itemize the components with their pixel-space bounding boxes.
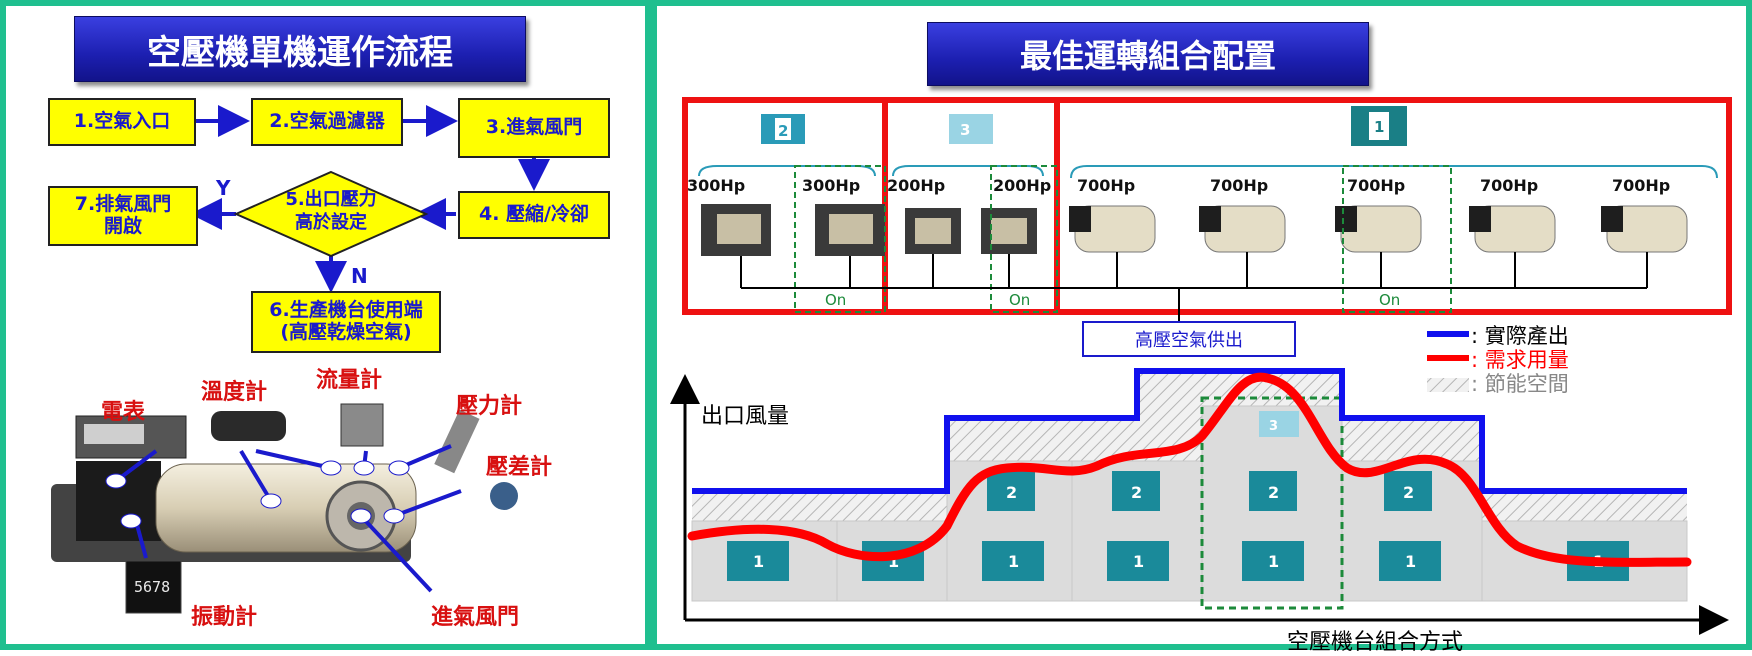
- svg-text:1: 1: [1133, 552, 1144, 571]
- label-meter: 電表: [101, 400, 146, 425]
- hp-label-200a: 200Hp: [887, 176, 946, 195]
- on-label-1: On: [825, 291, 847, 309]
- supply-label: 高壓空氣供出: [1082, 321, 1296, 357]
- on-label-3: On: [1379, 291, 1401, 309]
- legend-actual: : 實際產出: [1471, 324, 1569, 348]
- badge-3: 3: [960, 121, 970, 139]
- flow-arrows: [190, 105, 550, 293]
- flow-step-6: 6.生產機台使用端 (高壓乾燥空氣): [251, 291, 441, 353]
- hp-label-300b: 300Hp: [802, 176, 861, 195]
- legend-saving: : 節能空間: [1471, 372, 1569, 396]
- label-thermometer: 溫度計: [201, 380, 268, 405]
- badge-2: 2: [778, 122, 788, 140]
- hp-label-200b: 200Hp: [993, 176, 1052, 195]
- label-vibration-meter: 振動計: [191, 605, 258, 630]
- right-panel: 最佳運轉組合配置 2 3 1: [651, 0, 1752, 655]
- flow-step-4: 4. 壓縮/冷卻: [458, 191, 610, 239]
- svg-text:2: 2: [1268, 483, 1279, 502]
- svg-text:3: 3: [1269, 419, 1278, 434]
- demand-line: [687, 372, 1692, 567]
- compressor-illustration: 5678: [51, 403, 518, 614]
- hp-label-700a: 700Hp: [1077, 176, 1136, 195]
- flow-step-7: 7.排氣風門 開啟: [48, 186, 198, 246]
- display-value: 5678: [134, 578, 170, 596]
- svg-text:2: 2: [1403, 483, 1414, 502]
- svg-text:1: 1: [888, 552, 899, 571]
- on-label-2: On: [1009, 291, 1031, 309]
- flow-step-5-line1: 5.出口壓力: [285, 189, 377, 210]
- legend-demand: : 需求用量: [1471, 348, 1569, 372]
- flow-step-5-decision: 5.出口壓力 高於設定: [266, 189, 396, 234]
- hp-label-700b: 700Hp: [1210, 176, 1269, 195]
- flow-step-6-line1: 6.生產機台使用端: [269, 299, 423, 322]
- label-inlet-valve: 進氣風門: [431, 605, 520, 630]
- no-label: N: [351, 264, 368, 288]
- actual-output-line: [692, 368, 1687, 494]
- label-differential-gauge: 壓差計: [486, 455, 553, 480]
- flow-step-7-line1: 7.排氣風門: [74, 193, 172, 216]
- svg-text:1: 1: [1405, 552, 1416, 571]
- right-title: 最佳運轉組合配置: [927, 22, 1369, 86]
- x-axis-label: 空壓機台組合方式: [1287, 630, 1464, 655]
- svg-text:2: 2: [1006, 483, 1017, 502]
- flow-step-1: 1.空氣入口: [48, 98, 196, 146]
- svg-text:1: 1: [1268, 552, 1279, 571]
- legend-saving-swatch: [1427, 378, 1469, 392]
- hp-label-700d: 700Hp: [1480, 176, 1539, 195]
- compressor-config-diagram: 2 3 1: [670, 97, 1732, 635]
- flow-step-3: 3.進氣風門: [458, 98, 610, 158]
- svg-text:1: 1: [753, 552, 764, 571]
- flow-step-5-line2: 高於設定: [295, 211, 367, 233]
- flow-step-7-line2: 開啟: [103, 215, 142, 237]
- yes-label: Y: [216, 176, 231, 200]
- svg-text:2: 2: [1131, 483, 1142, 502]
- group-badges: 2 3 1: [761, 106, 1407, 146]
- left-title: 空壓機單機運作流程: [74, 16, 526, 82]
- left-panel: 空壓機單機運作流程 1.空氣入口 2.空氣過濾器 3.進氣風門 4. 壓縮/冷卻…: [0, 0, 651, 650]
- y-axis-label: 出口風量: [701, 404, 790, 429]
- flow-step-2: 2.空氣過濾器: [251, 98, 403, 146]
- svg-text:1: 1: [1008, 552, 1019, 571]
- badge-1: 1: [1374, 118, 1384, 136]
- flow-step-6-line2: (高壓乾燥空氣): [280, 321, 412, 343]
- hp-label-700c: 700Hp: [1347, 176, 1406, 195]
- label-flowmeter: 流量計: [316, 368, 383, 393]
- hp-label-700e: 700Hp: [1612, 176, 1671, 195]
- hp-label-300a: 300Hp: [687, 176, 746, 195]
- label-pressure-gauge: 壓力計: [456, 394, 523, 419]
